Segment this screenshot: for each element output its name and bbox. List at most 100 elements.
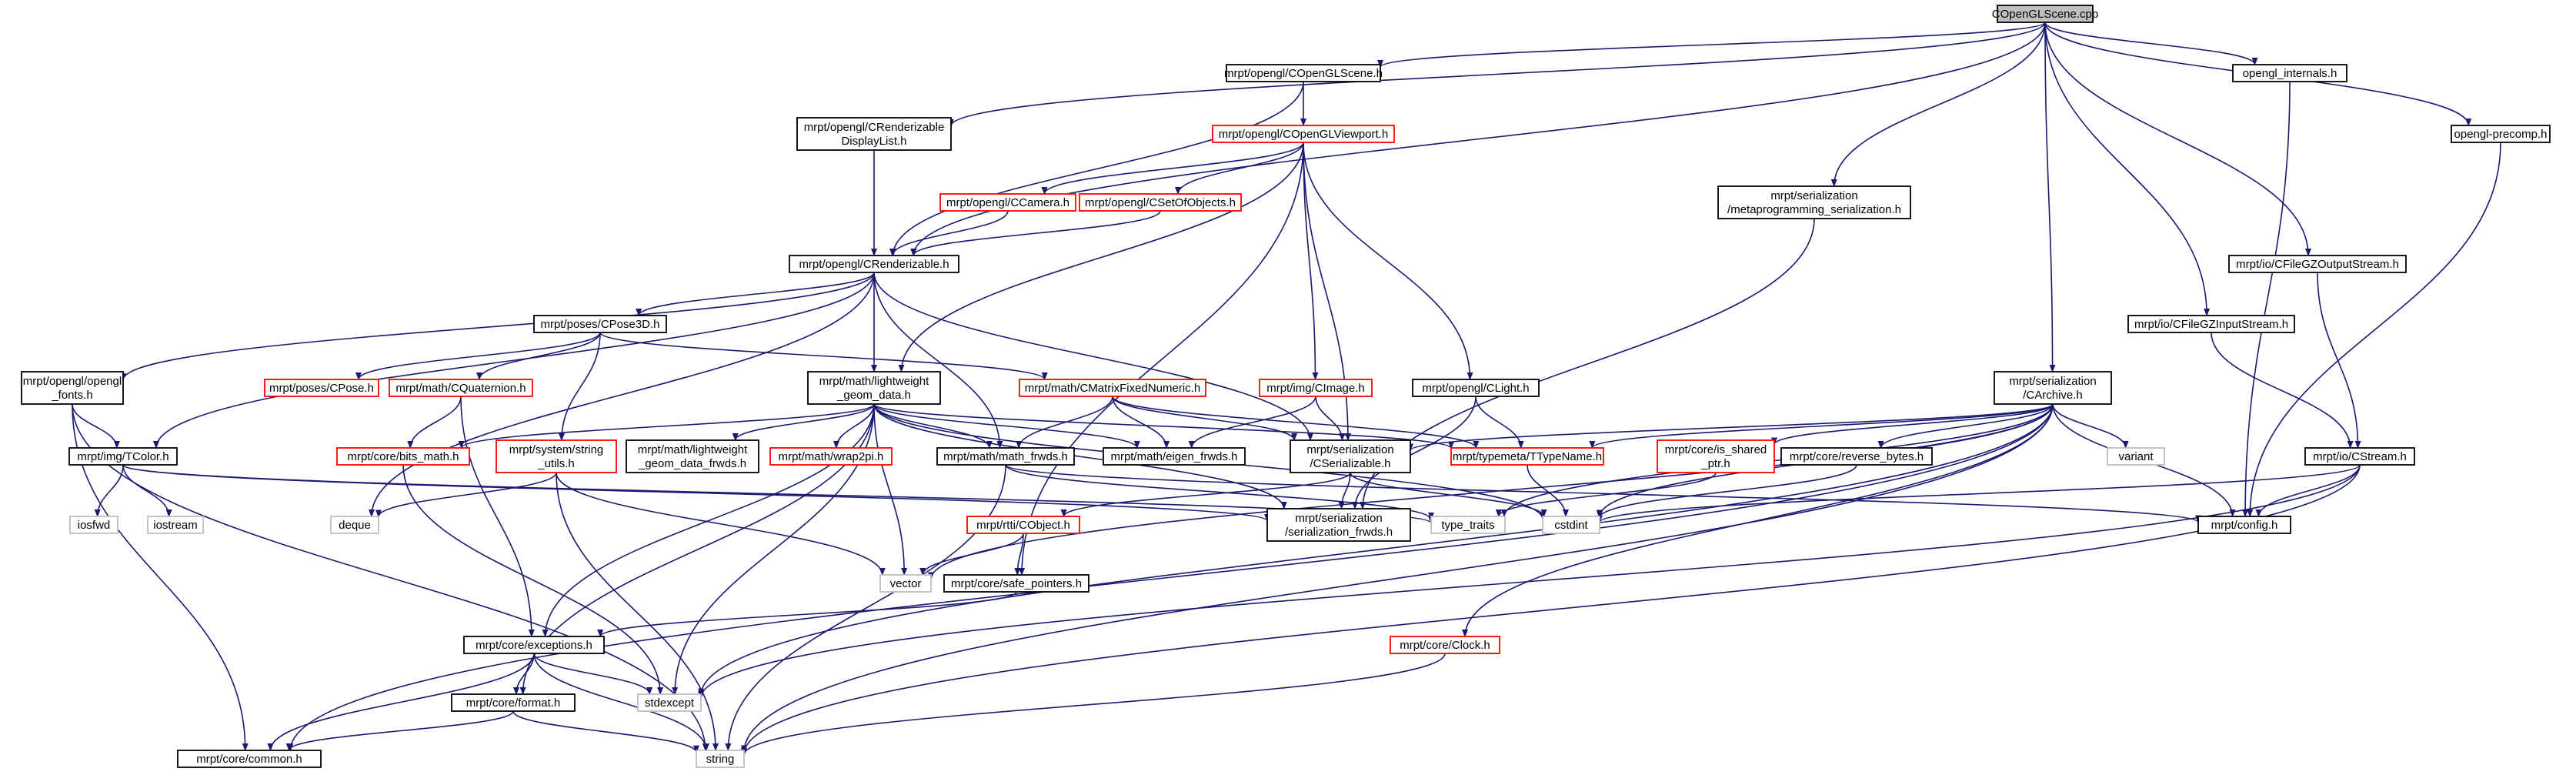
node-clight[interactable]: mrpt/opengl/CLight.h [1412,379,1540,397]
edge-tcolor-to-ser_frwds [122,464,1270,522]
node-box [1290,439,1411,473]
edge-matfixed-to-eigen_frwds [1112,396,1170,449]
node-box [1780,447,1933,466]
node-is_shared[interactable]: mrpt/core/is_shared_ptr.h [1657,439,1775,473]
node-lw_geom_frwds[interactable]: mrpt/math/lightweight_geom_data_frwds.h [626,439,759,473]
node-box [2197,516,2291,534]
node-box [1259,379,1373,397]
edge-renderable-to-cserializable [873,272,1313,441]
node-camera[interactable]: mrpt/opengl/CCamera.h [939,193,1076,212]
node-common[interactable]: mrpt/core/common.h [177,750,322,768]
node-box [177,750,322,768]
node-scene_h[interactable]: mrpt/opengl/COpenGLScene.h [1224,64,1383,82]
node-gl_precomp[interactable]: opengl-precomp.h [2451,125,2551,143]
edge-cserializable-to-cobject [1060,472,1351,517]
node-label: mrpt/serialization [2009,375,2096,388]
node-strutils[interactable]: mrpt/system/string_utils.h [496,439,617,473]
node-viewport[interactable]: mrpt/opengl/COpenGLViewport.h [1212,125,1395,143]
node-cclock[interactable]: mrpt/core/Clock.h [1390,636,1500,654]
edge-carchive-to-ttypename [1589,403,2054,449]
edge-rev_bytes-to-cstdint [1597,464,1857,519]
node-gzout[interactable]: mrpt/io/CFileGZOutputStream.h [2228,255,2407,273]
edge-format-to-string [512,710,699,753]
node-format[interactable]: mrpt/core/format.h [451,693,576,712]
edge-cimage-to-cserializable [1315,396,1346,441]
node-iostream: iostream [147,516,204,534]
node-ser_frwds[interactable]: mrpt/serialization/serialization_frwds.h [1266,508,1411,542]
edge-cserializable-to-cstdint [1350,472,1547,517]
node-box [2451,125,2551,143]
edge-math_frwds-to-config [1005,464,2201,523]
node-renderable[interactable]: mrpt/opengl/CRenderizable.h [789,255,959,273]
edge-bits_math-to-stdexcept [402,464,664,695]
node-cstream[interactable]: mrpt/io/CStream.h [2304,447,2415,466]
node-box [966,516,1080,534]
node-box [626,439,759,473]
edge-tcolor-to-iosfwd [94,464,124,517]
node-quaternion[interactable]: mrpt/math/CQuaternion.h [389,379,533,397]
node-box [1412,379,1540,397]
node-box [1103,447,1246,466]
node-label: mrpt/config.h [2211,519,2278,532]
node-bits_math[interactable]: mrpt/core/bits_math.h [336,447,470,466]
node-carchive[interactable]: mrpt/serialization/CArchive.h [1994,371,2112,405]
node-label: mrpt/serialization [1295,512,1382,525]
node-wrap2pi[interactable]: mrpt/math/wrap2pi.h [769,447,893,466]
node-iosfwd: iosfwd [69,516,118,534]
node-label: mrpt/math/lightweight [819,375,929,388]
node-box [1542,516,1600,534]
edge-viewport-to-lw_geom [898,142,1304,372]
node-label: mrpt/core/bits_math.h [347,450,459,463]
node-config[interactable]: mrpt/config.h [2197,516,2291,534]
node-exceptions[interactable]: mrpt/core/exceptions.h [463,636,605,654]
edge-lw_geom-to-ser_frwds [873,403,1287,509]
node-label: mrpt/opengl/COpenGLScene.h [1224,67,1383,80]
edge-carchive-to-variant [2052,403,2129,449]
edge-carchive-to-type_traits [1501,403,2054,517]
node-cserializable[interactable]: mrpt/serialization/CSerializable.h [1290,439,1411,473]
node-ttypename[interactable]: mrpt/typemeta/TTypeName.h [1450,447,1604,466]
node-label: mrpt/math/CQuaternion.h [395,382,526,395]
node-lw_geom[interactable]: mrpt/math/lightweight_geom_data.h [807,371,941,405]
node-box [496,439,617,473]
node-cimage[interactable]: mrpt/img/CImage.h [1259,379,1373,397]
edge-root-to-gl_internals [2044,22,2258,65]
node-gl_internals[interactable]: opengl_internals.h [2232,64,2347,82]
node-label: variant [2118,450,2154,463]
node-box [336,447,470,466]
node-label: string [706,753,735,766]
node-setofobjects[interactable]: mrpt/opengl/CSetOfObjects.h [1079,193,1242,212]
node-box [1994,371,2112,405]
node-pose3d[interactable]: mrpt/poses/CPose3D.h [533,315,667,333]
edge-viewport-to-camera [1041,142,1304,195]
node-label: mrpt/io/CFileGZOutputStream.h [2236,258,2399,271]
edge-cserializable-to-ser_frwds [1338,472,1351,509]
edge-exceptions-to-common [267,653,535,751]
edge-safe_ptrs-to-exceptions [597,591,1017,637]
edge-gzin-to-cstream [2211,332,2354,449]
node-label: iosfwd [78,519,111,532]
node-box [943,574,1089,593]
node-rev_bytes[interactable]: mrpt/core/reverse_bytes.h [1780,447,1933,466]
node-gl_fonts[interactable]: mrpt/opengl/opengl_fonts.h [21,371,124,405]
edge-exceptions-to-stdexcept [533,653,653,695]
node-box [1657,439,1775,473]
node-safe_ptrs[interactable]: mrpt/core/safe_pointers.h [943,574,1089,593]
node-matfixed[interactable]: mrpt/math/CMatrixFixedNumeric.h [1019,379,1206,397]
edge-cimage-to-eigen_frwds [1188,396,1316,449]
node-tcolor[interactable]: mrpt/img/TColor.h [68,447,178,466]
node-box [696,750,745,768]
edge-matfixed-to-cserializable [1112,396,1298,441]
node-label: mrpt/poses/CPose.h [269,382,374,395]
edge-camera-to-renderable [889,210,1009,256]
edge-clight-to-ser_frwds [1352,396,1477,509]
node-root[interactable]: COpenGLScene.cpp [1992,5,2098,23]
node-gzin[interactable]: mrpt/io/CFileGZInputStream.h [2127,315,2295,333]
node-cpose[interactable]: mrpt/poses/CPose.h [264,379,379,397]
node-math_frwds[interactable]: mrpt/math/math_frwds.h [936,447,1075,466]
node-meta_ser[interactable]: mrpt/serialization/metaprogramming_seria… [1717,185,1911,219]
node-eigen_frwds[interactable]: mrpt/math/eigen_frwds.h [1103,447,1246,466]
node-cobject[interactable]: mrpt/rtti/CObject.h [966,516,1080,534]
